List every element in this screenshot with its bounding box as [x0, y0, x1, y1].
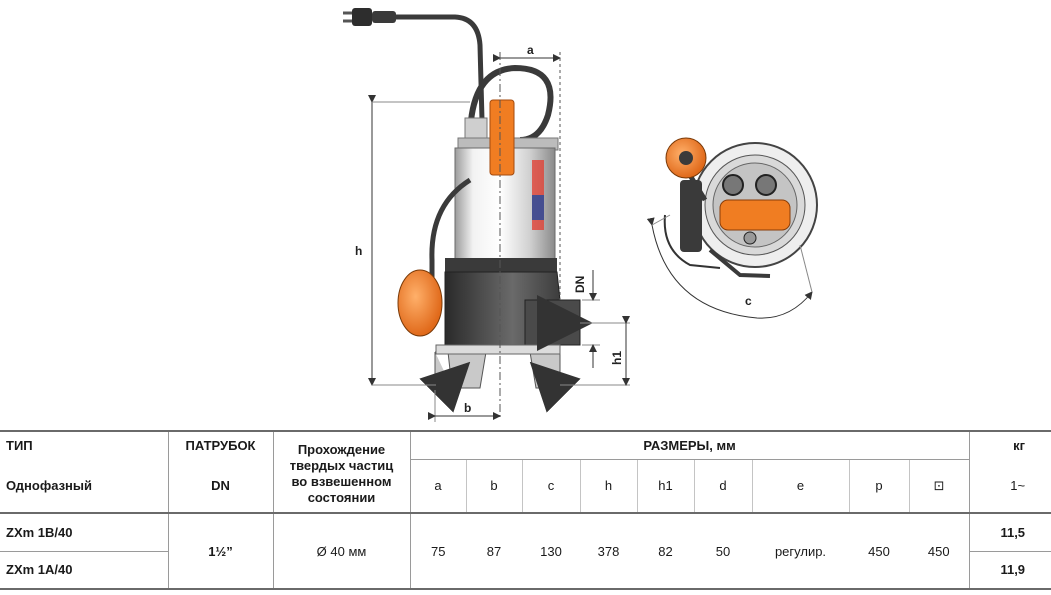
dim-label-h: h [355, 244, 362, 258]
dim-value-box: 450 [909, 512, 970, 590]
dim-col-a: a [409, 458, 466, 513]
dim-col-b: b [465, 458, 522, 513]
dim-value-c: 130 [522, 512, 580, 590]
header-type: ТИП [0, 430, 168, 459]
dim-value-d: 50 [694, 512, 752, 590]
header-solids: Прохождение твердых частиц во взвешенном… [272, 430, 410, 513]
dim-col-d: d [693, 458, 752, 513]
dim-label-dn: DN [573, 276, 587, 293]
header-outlet: ПАТРУБОК [167, 430, 273, 459]
dim-label-c: c [745, 294, 752, 308]
dim-label-h1: h1 [610, 351, 624, 365]
header-weight: кг [968, 430, 1051, 459]
dim-value-b: 87 [466, 512, 522, 590]
float-switch-connector [489, 99, 515, 176]
dim-label-b: b [464, 401, 471, 415]
dim-col-h: h [579, 458, 637, 513]
model-row-2: ZXm 1A/40 [0, 550, 168, 590]
weight-row-2: 11,9 [968, 550, 1051, 590]
float-switch [397, 269, 443, 337]
pump-drawing: a h DN h1 b c [343, 8, 818, 422]
outlet-value: 1½” [167, 512, 273, 590]
dim-col-h1: h1 [636, 458, 694, 513]
dim-label-a: a [527, 43, 534, 57]
header-weight-phase: 1~ [968, 459, 1051, 513]
dim-value-e: регулир. [752, 512, 849, 590]
dim-col-p: p [848, 458, 909, 513]
pump-handle [467, 64, 554, 143]
spec-table: ТИП ПАТРУБОК Прохождение твердых частиц … [0, 430, 1051, 590]
header-single-phase: Однофазный [6, 478, 93, 493]
weight-row-1: 11,5 [968, 512, 1051, 551]
dim-value-p: 450 [849, 512, 909, 590]
pump-top-view [663, 137, 818, 278]
power-plug-icon [343, 8, 396, 26]
dim-col-e: e [751, 458, 849, 513]
dim-value-h1: 82 [637, 512, 694, 590]
header-outlet-dn: DN [167, 459, 273, 513]
header-dimensions: РАЗМЕРЫ, мм [409, 430, 970, 459]
solids-value: Ø 40 мм [272, 512, 410, 590]
model-row-1: ZXm 1B/40 [0, 512, 168, 551]
power-cable [396, 14, 485, 121]
dim-value-a: 75 [409, 512, 466, 590]
dim-col-c: c [521, 458, 580, 513]
dim-value-h: 378 [580, 512, 637, 590]
dim-col-box-icon: ⊡ [908, 458, 970, 513]
